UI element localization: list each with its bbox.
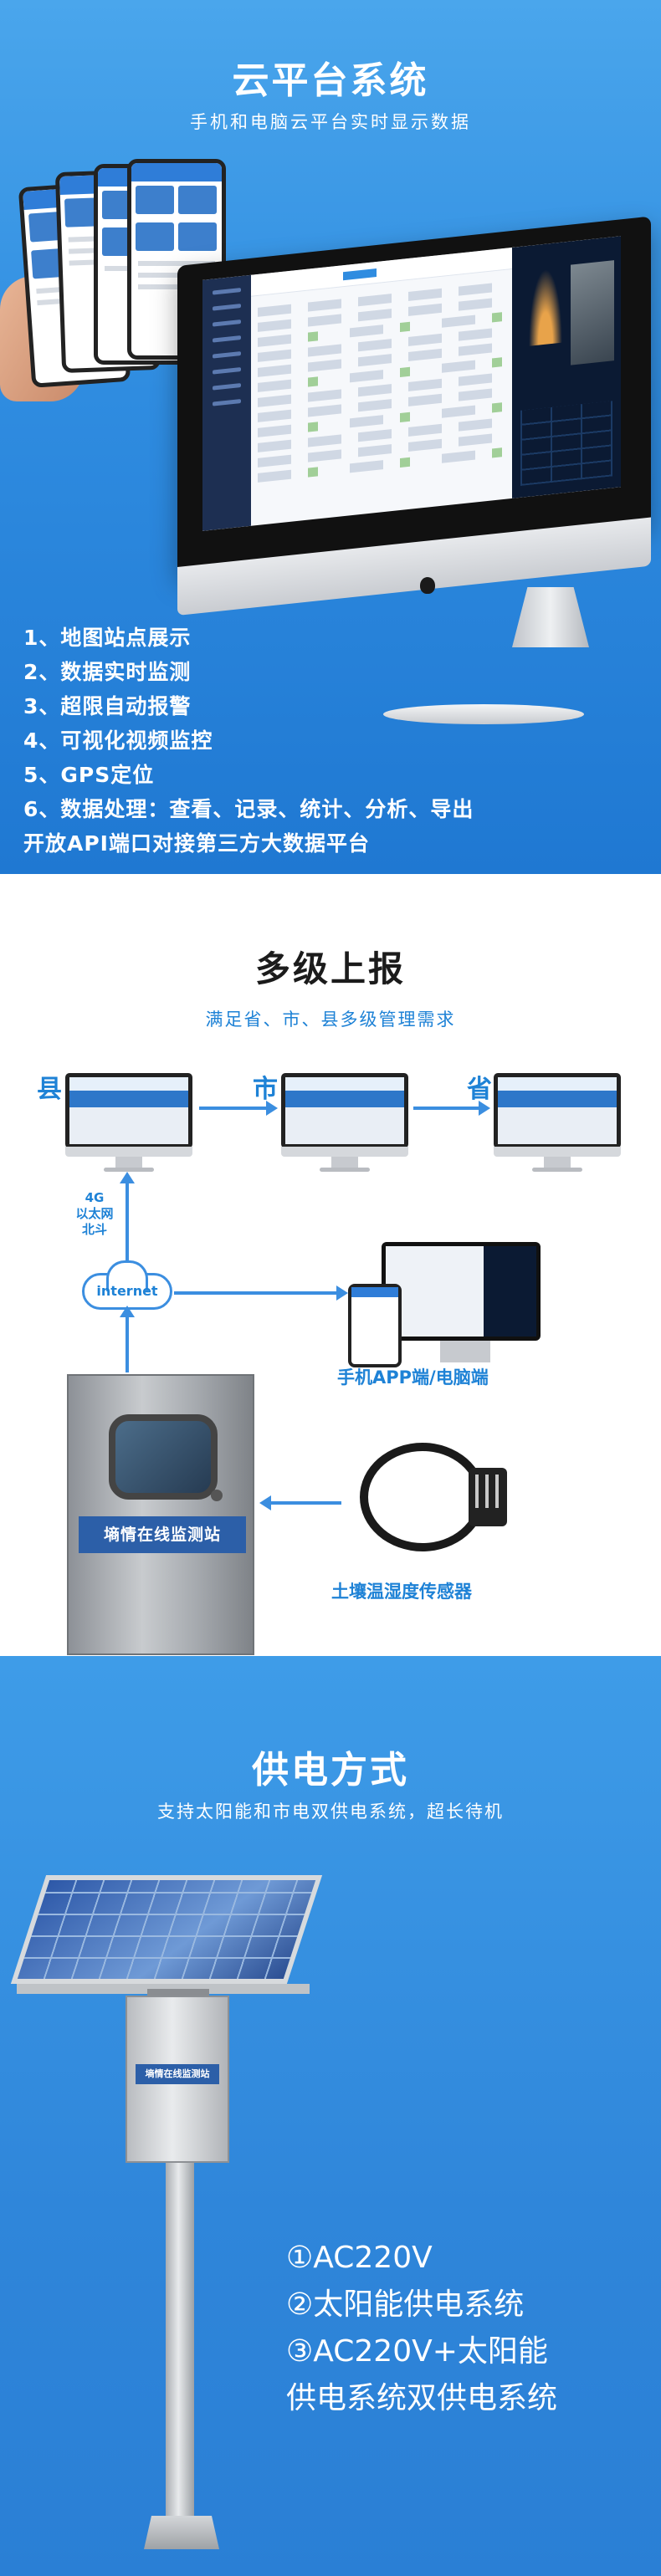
dashboard-dark-panel xyxy=(512,236,621,498)
network-type-label: 4G 以太网 北斗 xyxy=(75,1190,114,1237)
monitor-frame xyxy=(177,216,651,575)
feature-item: 2、数据实时监测 xyxy=(23,660,192,684)
apple-logo-icon xyxy=(420,577,435,594)
power-option: ③AC220V+太阳能 xyxy=(286,2334,548,2369)
cabinet-lock-icon xyxy=(211,1490,223,1501)
arrow-internet-to-county xyxy=(120,1172,135,1270)
feature-item: 6、数据处理：查看、记录、统计、分析、导出 xyxy=(23,797,474,821)
power-section-title: 供电方式 xyxy=(252,1749,409,1791)
power-option: 供电系统双供电系统 xyxy=(286,2381,558,2415)
level-city-label: 市 xyxy=(253,1075,278,1104)
station-control-box: 墒情在线监测站 xyxy=(126,1996,229,2163)
cloud-section-subtitle: 手机和电脑云平台实时显示数据 xyxy=(190,112,471,132)
feature-item: 4、可视化视频监控 xyxy=(23,728,213,753)
feature-item: 3、超限自动报警 xyxy=(23,694,192,718)
app-and-pc-illustration xyxy=(348,1242,541,1367)
phone-app-illustration xyxy=(0,159,251,427)
power-options-list: ①AC220V ②太阳能供电系统 ③AC220V+太阳能 供电系统双供电系统 xyxy=(286,2235,557,2422)
city-monitor xyxy=(281,1073,408,1173)
soil-sensor-illustration xyxy=(351,1434,519,1568)
soil-sensor-label: 土壤温湿度传感器 xyxy=(331,1582,472,1602)
monitor-screen xyxy=(202,236,621,531)
pole-base xyxy=(144,2516,219,2549)
arrow-internet-to-app xyxy=(174,1285,348,1301)
power-supply-section: 供电方式 支持太阳能和市电双供电系统，超长待机 墒情在线监测站 ①AC220V … xyxy=(0,1656,661,2576)
county-monitor xyxy=(65,1073,192,1173)
app-pc-label: 手机APP端/电脑端 xyxy=(337,1367,489,1388)
feature-item: 1、地图站点展示 xyxy=(23,626,192,650)
province-monitor xyxy=(494,1073,621,1173)
power-option: ①AC220V xyxy=(286,2241,433,2275)
monitoring-station-cabinet: 墒情在线监测站 xyxy=(67,1374,254,1655)
multi-level-report-section: 多级上报 满足省、市、县多级管理需求 县 市 省 4G 以太网 北斗 inter… xyxy=(0,874,661,1656)
report-section-title: 多级上报 xyxy=(254,948,406,989)
cabinet-window xyxy=(109,1414,218,1500)
desktop-monitor-illustration xyxy=(177,216,651,724)
report-section-subtitle: 满足省、市、县多级管理需求 xyxy=(205,1009,456,1030)
monitor-stand xyxy=(512,587,589,647)
power-option: ②太阳能供电系统 xyxy=(286,2287,525,2322)
cloud-platform-section: 云平台系统 手机和电脑云平台实时显示数据 xyxy=(0,0,661,874)
arrow-city-to-province xyxy=(413,1101,490,1116)
arrow-station-to-internet xyxy=(120,1306,135,1372)
station-plate: 墒情在线监测站 xyxy=(136,2064,219,2084)
cloud-section-title: 云平台系统 xyxy=(232,59,429,102)
power-section-subtitle: 支持太阳能和市电双供电系统，超长待机 xyxy=(157,1802,504,1822)
feature-item: 开放API端口对接第三方大数据平台 xyxy=(23,831,370,856)
level-province-label: 省 xyxy=(467,1075,492,1104)
internet-cloud-icon: internet xyxy=(82,1260,172,1310)
station-plate: 墒情在线监测站 xyxy=(79,1516,246,1553)
level-county-label: 县 xyxy=(37,1075,62,1104)
arrow-sensor-station xyxy=(259,1495,341,1510)
arrow-county-to-city xyxy=(199,1101,278,1116)
feature-list: 1、地图站点展示 2、数据实时监测 3、超限自动报警 4、可视化视频监控 5、G… xyxy=(23,621,474,861)
solar-panel-image xyxy=(10,1875,323,1984)
monitor-base xyxy=(383,704,584,724)
internet-label: internet xyxy=(96,1283,158,1299)
feature-item: 5、GPS定位 xyxy=(23,763,155,787)
